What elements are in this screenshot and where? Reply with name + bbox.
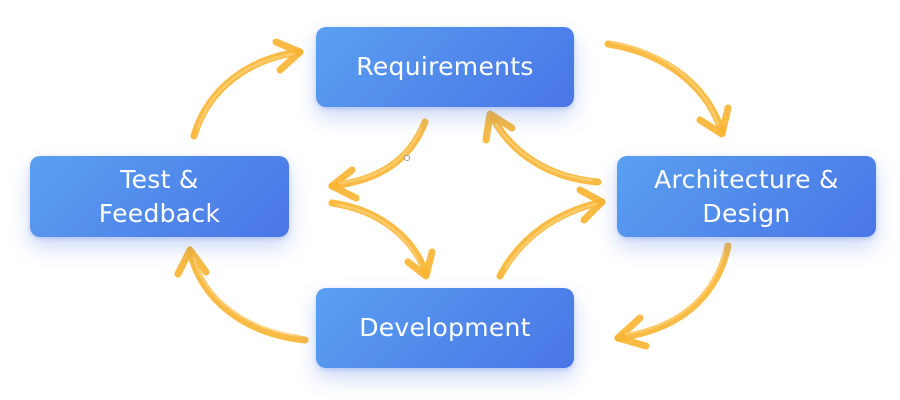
cursor-dot (404, 155, 410, 161)
arrow-requirements-to-test (328, 118, 429, 202)
arrow-architecture-to-requirements (482, 110, 602, 186)
requirements-node: Requirements (316, 27, 574, 107)
arrow-development-to-architecture (496, 186, 606, 280)
arrow-requirements-to-architecture (604, 40, 732, 138)
development-node: Development (316, 288, 574, 368)
arrow-development-to-test (174, 246, 309, 344)
arrow-test-to-development (328, 199, 436, 280)
test-feedback-label: Test & Feedback (98, 164, 221, 228)
architecture-design-node: Architecture & Design (617, 156, 876, 237)
test-feedback-node: Test & Feedback (30, 156, 289, 237)
arrow-architecture-to-development (614, 242, 732, 350)
arrow-test-to-requirements (190, 38, 304, 140)
architecture-design-label: Architecture & Design (654, 164, 839, 228)
requirements-label: Requirements (356, 52, 534, 81)
development-label: Development (359, 313, 531, 342)
